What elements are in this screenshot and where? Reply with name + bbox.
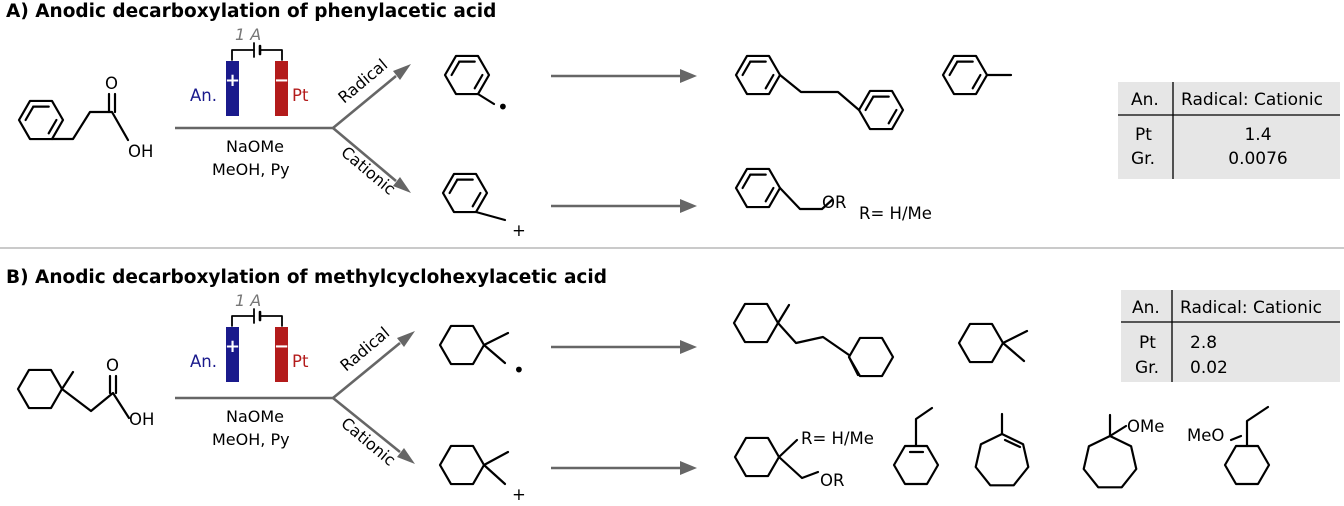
table-row-electrode: Gr. xyxy=(1135,358,1159,378)
table-row-electrode: Pt xyxy=(1135,125,1152,145)
anode-electrode xyxy=(226,327,239,382)
benzyl-radical: • xyxy=(443,54,509,119)
table-header-ratio: Radical: Cationic xyxy=(1180,298,1322,318)
table-header-anode: An. xyxy=(1131,90,1159,110)
electrolysis-cell: 1 A + − An. Pt xyxy=(190,291,309,382)
anode-plus-sign: + xyxy=(225,336,240,357)
phenylacetic-acid-structure: O OH xyxy=(17,74,153,161)
methoxymethylcycloheptane-product: OMe xyxy=(1082,413,1164,489)
methylcyclohexylacetic-acid-structure: O OH xyxy=(16,356,154,429)
bibenzyl-product xyxy=(734,54,905,131)
cyclohexylmethyl-ether-product: OR R= H/Me xyxy=(733,429,874,490)
cationic-pathway-label: Cationic xyxy=(337,143,399,199)
reaction-arrows xyxy=(175,64,411,193)
methylcycloheptene-product xyxy=(974,412,1030,487)
ethylcyclohexene-product xyxy=(892,406,940,486)
cathode-electrode xyxy=(275,61,288,116)
anode-plus-sign: + xyxy=(225,70,240,91)
dimethylcyclohexane-product xyxy=(957,322,1029,364)
ome-label: OMe xyxy=(1127,417,1164,436)
r-group-label: R= H/Me xyxy=(801,429,874,448)
anode-label: An. xyxy=(190,352,217,371)
methylcyclohexylmethyl-radical: • xyxy=(438,324,525,382)
radical-dot: • xyxy=(497,95,509,119)
section-b-title: B) Anodic decarboxylation of methylcyclo… xyxy=(6,267,607,288)
table-row-ratio: 0.02 xyxy=(1190,358,1228,378)
acid-oh-label: OH xyxy=(128,142,153,161)
section-a: A) Anodic decarboxylation of phenylaceti… xyxy=(6,1,1340,240)
radical-pathway-label: Radical xyxy=(334,55,391,107)
ether-or-label: OR xyxy=(822,193,846,212)
conditions-line-1: NaOMe xyxy=(226,407,284,426)
cationic-pathway-label: Cationic xyxy=(337,414,399,470)
table-row-ratio: 0.0076 xyxy=(1228,149,1287,169)
table-row-electrode: Gr. xyxy=(1131,149,1155,169)
table-row-ratio: 2.8 xyxy=(1190,333,1217,353)
reaction-arrows xyxy=(175,331,415,464)
conditions-line-1: NaOMe xyxy=(226,137,284,156)
anode-label: An. xyxy=(190,86,217,105)
conditions-line-2: MeOH, Py xyxy=(212,160,290,179)
meo-label: MeO xyxy=(1187,426,1224,445)
acid-oh-label: OH xyxy=(129,410,154,429)
ratio-table-a: An. Radical: Cationic Pt 1.4 Gr. 0.0076 xyxy=(1118,82,1340,179)
electrolysis-cell: 1 A + − An. Pt xyxy=(190,25,309,116)
cathode-electrode xyxy=(275,327,288,382)
radical-dot: • xyxy=(513,358,525,382)
dimer-product xyxy=(732,302,895,378)
toluene-product xyxy=(941,54,1013,96)
cathode-label: Pt xyxy=(292,352,309,371)
cation-plus-sign: + xyxy=(512,221,526,240)
current-label: 1 A xyxy=(235,25,261,44)
methylcyclohexylmethyl-cation: + xyxy=(438,444,526,504)
conditions-line-2: MeOH, Py xyxy=(212,430,290,449)
anode-electrode xyxy=(226,61,239,116)
table-row-electrode: Pt xyxy=(1139,333,1156,353)
radical-pathway-label: Radical xyxy=(336,323,393,375)
ether-or-label: OR xyxy=(820,471,844,490)
benzyl-cation: + xyxy=(441,172,526,240)
benzyl-ether-product: OR R= H/Me xyxy=(734,167,932,223)
r-group-label: R= H/Me xyxy=(859,204,932,223)
table-row-ratio: 1.4 xyxy=(1244,125,1271,145)
ratio-table-b: An. Radical: Cationic Pt 2.8 Gr. 0.02 xyxy=(1121,290,1340,382)
acid-o-label: O xyxy=(105,74,118,93)
table-header-ratio: Radical: Cationic xyxy=(1181,90,1323,110)
ethylmethoxycyclohexane-product: MeO xyxy=(1187,405,1271,486)
cathode-minus-sign: − xyxy=(274,336,289,357)
section-a-title: A) Anodic decarboxylation of phenylaceti… xyxy=(6,1,496,22)
table-header-anode: An. xyxy=(1132,298,1160,318)
acid-o-label: O xyxy=(106,356,119,375)
current-label: 1 A xyxy=(235,291,261,310)
section-b: B) Anodic decarboxylation of methylcyclo… xyxy=(6,267,1340,504)
cation-plus-sign: + xyxy=(512,485,526,504)
cathode-label: Pt xyxy=(292,86,309,105)
cathode-minus-sign: − xyxy=(274,70,289,91)
